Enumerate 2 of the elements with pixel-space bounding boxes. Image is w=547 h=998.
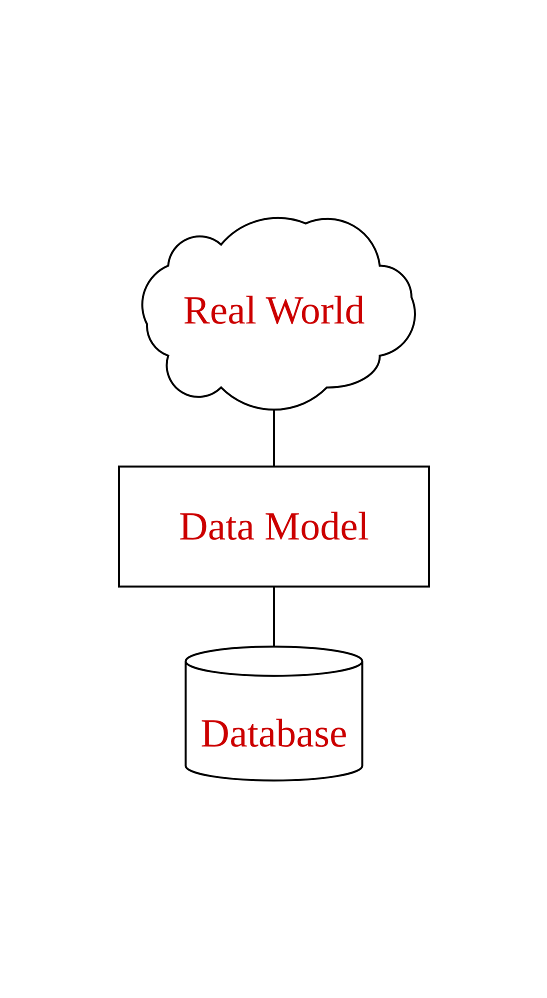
node-box: Data Model	[118, 465, 430, 588]
connector	[272, 586, 274, 646]
